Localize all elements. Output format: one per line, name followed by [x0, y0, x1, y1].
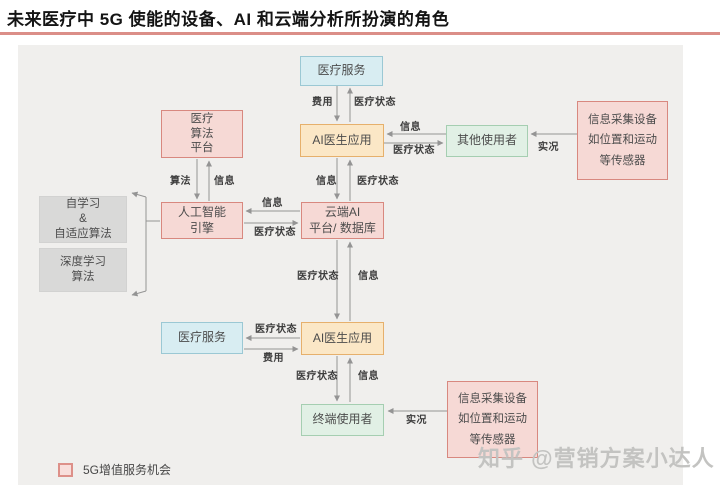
watermark: 知乎 @营销方案小达人: [478, 446, 715, 471]
edge-label-info-other-users: 信息: [400, 122, 421, 133]
node-other-users: 其他使用者: [446, 125, 528, 157]
edge-label-fee-top: 费用: [312, 97, 333, 108]
edge-label-status-cloud-up: 医疗状态: [357, 176, 399, 187]
edge-label-status-cloud-down: 医疗状态: [297, 271, 339, 282]
node-medical-algorithm-platform: 医疗 算法 平台: [161, 110, 243, 158]
edge-label-live-top: 实况: [538, 142, 559, 153]
legend-swatch-5g-opportunity: [58, 462, 73, 477]
edge-label-fee-bottom: 费用: [263, 353, 284, 364]
node-ai-engine: 人工智能 引擎: [161, 202, 243, 239]
page-title: 未来医疗中 5G 使能的设备、AI 和云端分析所扮演的角色: [7, 10, 450, 29]
node-cloud-ai: 云端AI 平台/ 数据库: [301, 202, 384, 239]
edge-label-info-cloud-down: 信息: [358, 271, 379, 282]
edge-label-info-engine: 信息: [262, 198, 283, 209]
node-ai-doctor-app-bottom: AI医生应用: [301, 322, 384, 355]
title-underline: [0, 32, 720, 35]
node-info-sensors-top: 信息采集设备 如位置和运动 等传感器: [577, 101, 668, 180]
node-info-sensors-bottom: 信息采集设备 如位置和运动 等传感器: [447, 381, 538, 458]
edge-label-status-bottom-h: 医疗状态: [255, 324, 297, 335]
edge-label-live-bottom: 实况: [406, 415, 427, 426]
edge-label-info-platform: 信息: [214, 176, 235, 187]
node-medical-service-bottom: 医疗服务: [161, 322, 243, 354]
node-ai-doctor-app-top: AI医生应用: [300, 124, 384, 157]
legend-label: 5G增值服务机会: [83, 463, 172, 477]
legend: 5G增值服务机会: [58, 461, 171, 478]
edge-label-status-top: 医疗状态: [354, 97, 396, 108]
node-deep-learning: 深度学习 算法: [39, 248, 127, 292]
edge-label-status-end-users: 医疗状态: [296, 371, 338, 382]
edge-label-algorithm: 算法: [170, 176, 191, 187]
node-end-users: 终端使用者: [301, 404, 384, 436]
node-self-learning: 自学习 & 自适应算法: [39, 196, 127, 243]
edge-label-info-cloud-up: 信息: [316, 176, 337, 187]
edge-label-status-engine: 医疗状态: [254, 227, 296, 238]
node-medical-service-top: 医疗服务: [300, 56, 383, 86]
edge-label-info-end-users: 信息: [358, 371, 379, 382]
edge-label-status-other-users: 医疗状态: [393, 145, 435, 156]
